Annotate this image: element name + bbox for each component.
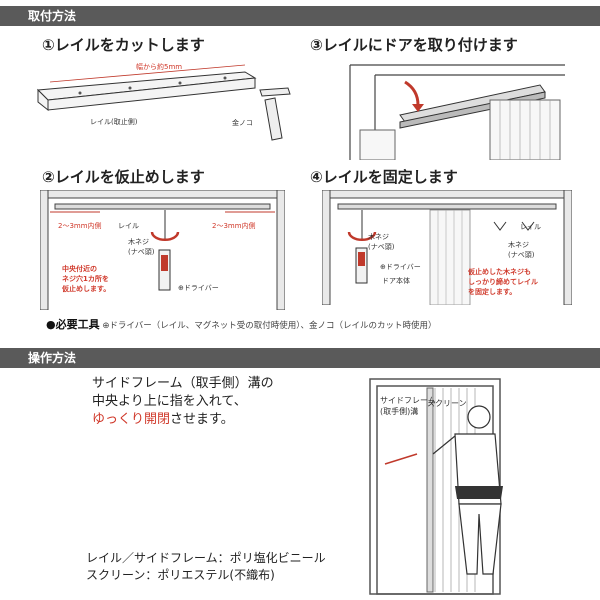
operation-line1: サイドフレーム（取手側）溝の [92, 376, 274, 391]
step4-driver-label: ⊕ドライバー [380, 263, 421, 271]
step4-screw-label: 木ネジ (ナベ頭) [368, 233, 395, 251]
step2-temporary-fixing-illustration [40, 190, 285, 310]
step2-title: ②レイルを仮止めします [42, 168, 205, 186]
operation-instructions: サイドフレーム（取手側）溝の 中央より上に指を入れて、 ゆっくり開閉させます。 [92, 375, 274, 429]
step4-frame-label: ドア本体 [382, 277, 410, 285]
step1-rail-label: レイル(取止側) [90, 118, 138, 126]
section-title-operation: 操作方法 [28, 351, 77, 365]
step2-screw-label: 木ネジ (ナベ頭) [128, 238, 155, 256]
step3-title: ③レイルにドアを取り付けます [310, 36, 518, 54]
step4-note: 仮止めした木ネジも しっかり締めてレイル を固定します。 [468, 268, 538, 296]
step4-screw-label-right: 木ネジ (ナベ頭) [508, 241, 535, 259]
operation-line3-rest: させます。 [170, 412, 234, 427]
step2-center-note: 中央付近の ネジ穴1カ所を 仮止めします。 [62, 265, 111, 293]
operation-person-door-illustration [369, 378, 503, 595]
operation-line2: 中央より上に指を入れて、 [92, 394, 247, 409]
step1-saw-label: 金ノコ [232, 119, 253, 127]
tools-heading: ●必要工具 [46, 318, 100, 331]
step1-width-label: 幅から約5mm [136, 63, 183, 71]
materials-line2: スクリーン：ポリエステル(不織布) [86, 568, 275, 582]
step2-left-gap-label: 2～3mm内側 [58, 222, 102, 230]
section-bar-operation: 操作方法 [0, 348, 600, 368]
step4-rail-fixing-illustration [322, 190, 572, 305]
operation-screen-label: スクリーン [427, 399, 467, 408]
step2-driver-label: ⊕ドライバー [178, 284, 219, 292]
section-bar-install: 取付方法 [0, 6, 600, 26]
step2-right-gap-label: 2～3mm内側 [212, 222, 256, 230]
tools-text: ⊕ドライバー（レイル、マグネット受の取付時使用）、金ノコ（レイルのカット時使用） [102, 321, 437, 331]
operation-side-frame-label: サイドフレーム (取手側)溝 [380, 396, 436, 416]
section-title-install: 取付方法 [28, 9, 77, 23]
required-tools: ●必要工具 ⊕ドライバー（レイル、マグネット受の取付時使用）、金ノコ（レイルのカ… [46, 316, 437, 332]
step3-door-mounting-illustration [349, 64, 565, 160]
step1-rail-cutting-illustration [36, 64, 291, 141]
step1-title: ①レイルをカットします [42, 36, 205, 54]
step4-rail-label: レイル [520, 223, 541, 231]
materials-line1: レイル／サイドフレーム：ポリ塩化ビニール [86, 551, 326, 565]
step2-rail-label: レイル [118, 222, 139, 230]
step4-title: ④レイルを固定します [310, 168, 458, 186]
operation-slow-open-close: ゆっくり開閉 [92, 412, 171, 427]
